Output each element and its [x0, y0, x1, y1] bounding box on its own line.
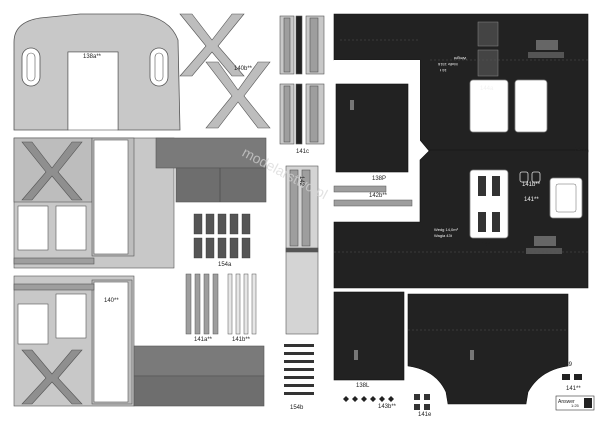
weight-text-mid-2: Wagia 43t [434, 233, 452, 238]
label-141a: 141a** [194, 337, 213, 343]
label-154b: 154b [290, 405, 304, 411]
part-side-wall-upper [13, 137, 267, 269]
label-142: 142 [298, 175, 305, 187]
label-141e: 141e [418, 412, 432, 418]
brand-logo [555, 395, 595, 411]
part-141a-strips [185, 273, 219, 335]
part-140b-braces [179, 13, 271, 129]
label-141b-a: 141b** [522, 182, 541, 188]
part-141b-strips [227, 273, 257, 335]
label-139: 139 [562, 362, 573, 368]
part-154b [284, 344, 314, 395]
label-138p: 138P [372, 176, 387, 182]
part-141c-strips [279, 15, 325, 145]
part-140-wall [13, 275, 265, 407]
part-139 [407, 293, 569, 405]
label-144a: 144a [480, 86, 494, 92]
label-154a: 154a [218, 262, 232, 268]
part-138a [13, 13, 181, 131]
label-140b: 140b** [234, 66, 253, 72]
weight-text-top-3: 16 t [440, 68, 447, 73]
part-141-small [562, 374, 582, 380]
part-154a-clips [193, 213, 251, 259]
part-142 [285, 165, 319, 335]
label-141c: 141c [296, 149, 310, 155]
label-140a: 140a [574, 147, 588, 153]
logo-text: Answer [558, 399, 575, 405]
label-141-b: 141** [566, 386, 581, 392]
label-138l: 138L [356, 383, 370, 389]
label-140: 140** [104, 298, 119, 304]
part-143b-diamonds [343, 396, 394, 402]
part-138p [335, 83, 409, 173]
part-144-panel [333, 149, 589, 289]
part-142b-strips [333, 185, 413, 207]
label-141-a: 141** [524, 197, 539, 203]
label-144: 144 [481, 242, 492, 248]
logo-subtext: 1:25 [571, 403, 579, 408]
label-141b-b: 141b** [232, 337, 251, 343]
weight-text-mid: Wedg 14,0m³ [434, 227, 458, 232]
label-142b: 142b** [369, 193, 388, 199]
label-138a: 138a** [83, 54, 102, 60]
label-143b: 143b** [378, 404, 397, 410]
weight-text-top-2: MoBr 1516 [438, 62, 458, 67]
weight-text-top: Weight [454, 56, 467, 61]
part-138l [333, 291, 405, 381]
part-141e [414, 394, 430, 410]
